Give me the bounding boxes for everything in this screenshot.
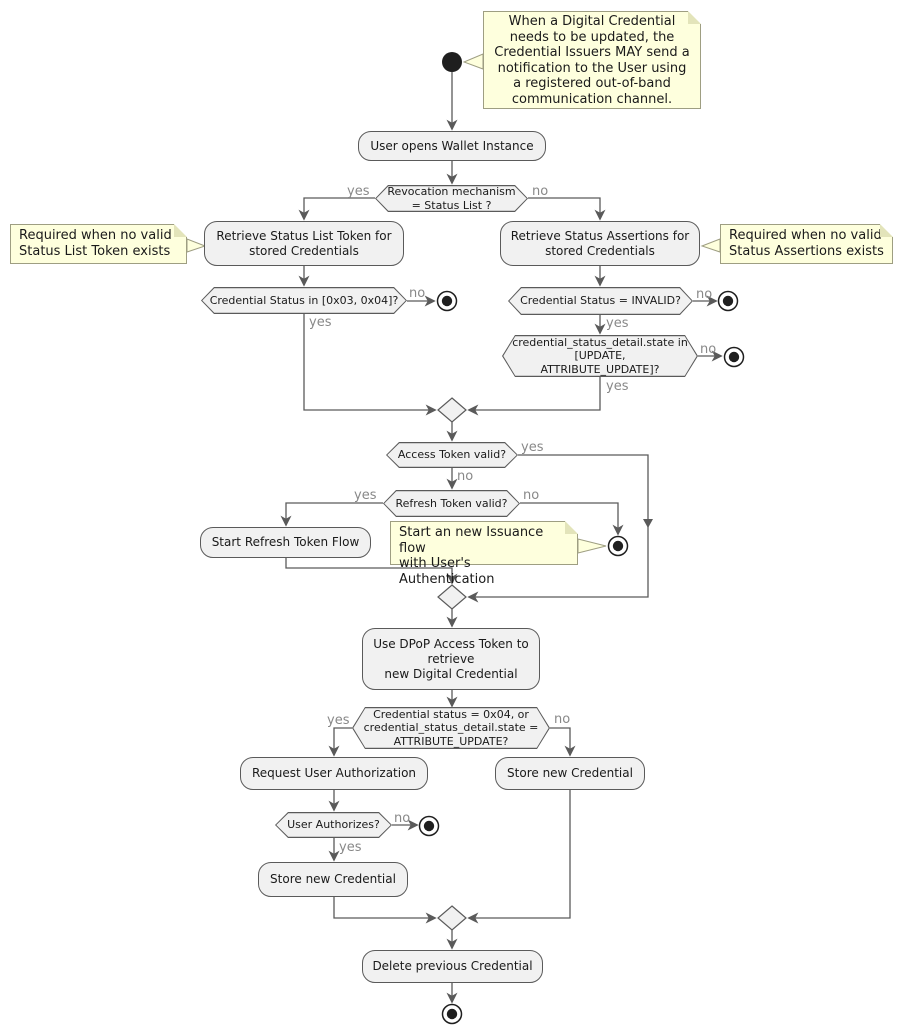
note-pointer-statuslist: [186, 238, 207, 253]
edge-revocation-yes: [298, 197, 375, 221]
end-node-status-detail: [723, 346, 745, 368]
merge-diamond-status-checks: [437, 397, 467, 423]
decision-label: User Authorizes?: [287, 818, 380, 832]
note-status-assertions-required: Required when no valid Status Assertions…: [720, 224, 893, 264]
end-node-new-issuance: [607, 535, 629, 557]
activity-retrieve-status-assertions: Retrieve Status Assertions for stored Cr…: [500, 221, 700, 266]
edge-update-no: [550, 727, 576, 757]
edge-detailstate-yes-merge: [467, 377, 601, 416]
final-node: [441, 1003, 463, 1025]
decision-user-authorizes: User Authorizes?: [275, 812, 392, 838]
edge-refreshtoken-no-end: [520, 502, 624, 536]
end-node-status-list: [436, 290, 458, 312]
branch-label-no: no: [532, 184, 549, 199]
branch-label-yes: yes: [347, 184, 370, 199]
note-pointer-issuance: [577, 538, 607, 554]
branch-label-no: no: [700, 342, 717, 357]
branch-label-yes: yes: [327, 713, 350, 728]
merge-diamond-store: [437, 905, 467, 931]
decision-label: Access Token valid?: [397, 448, 507, 462]
branch-label-no: no: [554, 712, 571, 727]
start-node: [442, 52, 462, 72]
edge-storeleft-to-merge3: [333, 897, 437, 924]
edge-refreshflow-to-merge2: [285, 558, 458, 585]
activity-store-new-credential-right: Store new Credential: [495, 757, 645, 790]
end-node-not-authorized: [418, 815, 440, 837]
decision-credential-status-range: Credential Status in [0x03, 0x04]?: [201, 287, 407, 314]
activity-retrieve-status-list-token: Retrieve Status List Token for stored Cr…: [204, 221, 404, 266]
decision-revocation-mechanism: Revocation mechanism = Status List ?: [375, 185, 528, 212]
activity-store-new-credential-left: Store new Credential: [258, 862, 408, 897]
decision-label: Credential Status in [0x03, 0x04]?: [209, 293, 399, 307]
decision-label: credential_status_detail.state in [UPDAT…: [512, 335, 688, 376]
edge-accesstoken-yes-midarrow: [643, 519, 653, 528]
edge-update-yes: [328, 727, 352, 757]
activity-start-refresh-token-flow: Start Refresh Token Flow: [200, 527, 371, 558]
decision-credential-status-update: Credential status = 0x04, or credential_…: [352, 707, 550, 749]
decision-label: Revocation mechanism = Status List ?: [387, 185, 516, 212]
decision-access-token-valid: Access Token valid?: [386, 442, 518, 468]
activity-request-user-authorization: Request User Authorization: [240, 757, 428, 790]
decision-status-detail-state: credential_status_detail.state in [UPDAT…: [502, 335, 698, 377]
activity-use-dpop-access-token: Use DPoP Access Token to retrieve new Di…: [362, 628, 540, 690]
branch-label-no: no: [409, 286, 426, 301]
branch-label-yes: yes: [521, 440, 544, 455]
activity-user-opens-wallet: User opens Wallet Instance: [358, 131, 546, 161]
branch-label-no: no: [523, 488, 540, 503]
decision-credential-status-invalid: Credential Status = INVALID?: [508, 287, 693, 315]
edge-revocation-no: [528, 197, 606, 221]
end-node-status-invalid: [717, 290, 739, 312]
branch-label-yes: yes: [606, 379, 629, 394]
edge-refreshtoken-yes: [280, 502, 383, 527]
decision-label: Credential Status = INVALID?: [520, 294, 681, 308]
branch-label-yes: yes: [354, 488, 377, 503]
decision-label: Refresh Token valid?: [395, 496, 508, 510]
branch-label-yes: yes: [309, 315, 332, 330]
edge-storeright-to-merge3: [467, 790, 571, 924]
branch-label-no: no: [394, 811, 411, 826]
decision-refresh-token-valid: Refresh Token valid?: [383, 490, 520, 517]
decision-label: Credential status = 0x04, or credential_…: [363, 707, 539, 748]
note-status-list-token-required: Required when no valid Status List Token…: [10, 224, 187, 264]
note-new-issuance-flow: Start an new Issuance flow with User's A…: [390, 521, 578, 587]
branch-label-no: no: [457, 469, 474, 484]
activity-delete-previous-credential: Delete previous Credential: [362, 950, 543, 983]
branch-label-yes: yes: [339, 840, 362, 855]
branch-label-yes: yes: [606, 316, 629, 331]
note-out-of-band-notification: When a Digital Credential needs to be up…: [483, 11, 701, 109]
merge-diamond-token-flow: [437, 584, 467, 610]
edge-statuscheck-yes-merge: [303, 314, 437, 416]
branch-label-no: no: [696, 287, 713, 302]
note-pointer-start: [462, 53, 484, 70]
note-pointer-assertions: [700, 238, 721, 253]
